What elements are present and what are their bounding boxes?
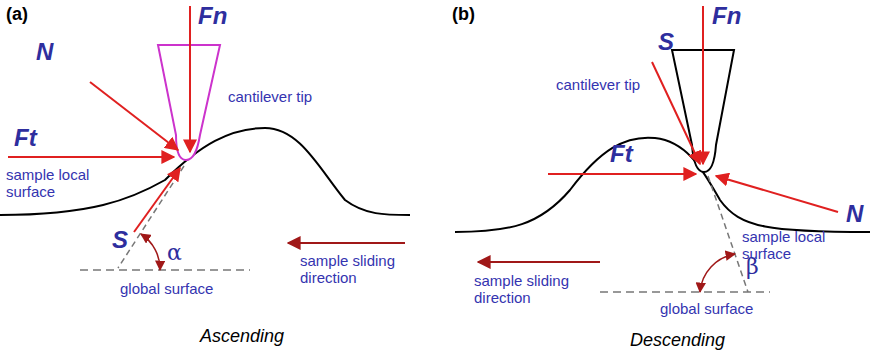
panel-letter: (b) xyxy=(452,4,475,25)
force-n xyxy=(90,82,178,150)
angle-arc xyxy=(700,254,735,292)
part-label: global surface xyxy=(120,280,213,297)
angle-arc xyxy=(141,234,160,270)
sliding-arrow xyxy=(288,242,405,244)
caption-label: Descending xyxy=(630,330,725,351)
force-symbol: Ft xyxy=(14,124,37,152)
force-symbol: N xyxy=(846,200,863,228)
panel-letter: (a) xyxy=(6,4,28,25)
force-symbol: Fn xyxy=(712,2,741,30)
force-symbol: S xyxy=(658,28,674,56)
force-symbol: Ft xyxy=(610,140,633,168)
force-fn xyxy=(189,6,191,152)
force-symbol: S xyxy=(112,226,128,254)
angle-label: α xyxy=(167,240,182,265)
part-label: sample sliding direction xyxy=(300,252,410,287)
part-label: cantilever tip xyxy=(228,88,312,105)
surface-profile xyxy=(455,138,870,232)
global-surface-line xyxy=(600,291,770,293)
force-n xyxy=(716,176,838,212)
part-label: cantilever tip xyxy=(556,76,640,93)
surface-profile xyxy=(0,128,410,215)
force-symbol: N xyxy=(36,38,53,66)
angle-label: β xyxy=(746,254,759,279)
force-fn xyxy=(702,6,704,164)
part-label: sample local surface xyxy=(6,166,116,201)
force-s xyxy=(134,168,180,232)
global-surface-line xyxy=(80,269,250,271)
force-symbol: Fn xyxy=(198,2,227,30)
force-s xyxy=(652,62,700,164)
part-label: global surface xyxy=(660,300,753,317)
sliding-arrow xyxy=(478,261,600,263)
force-ft xyxy=(8,156,174,158)
caption-label: Ascending xyxy=(200,326,284,347)
part-label: sample sliding direction xyxy=(474,272,584,307)
force-ft xyxy=(548,173,696,175)
